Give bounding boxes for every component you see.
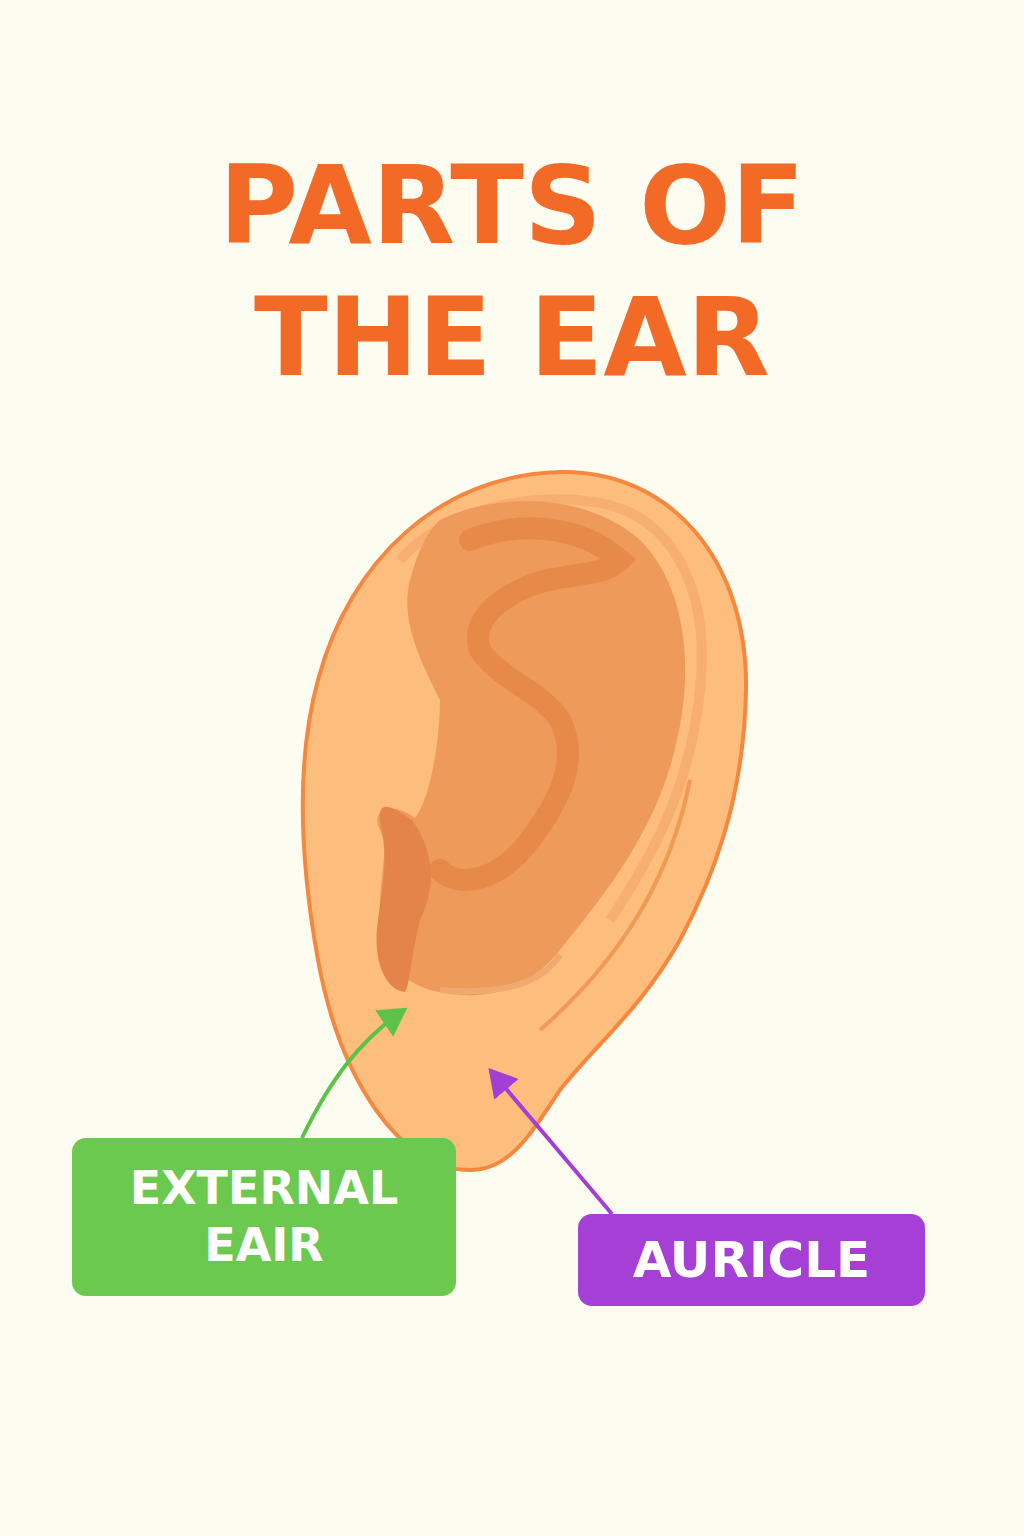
ear-concha bbox=[377, 501, 685, 995]
title: PARTS OF THE EAR bbox=[112, 140, 912, 404]
leader-arrow bbox=[491, 1071, 612, 1214]
label-box: EXTERNAL EAIR bbox=[72, 1138, 456, 1296]
ear-outline bbox=[303, 472, 746, 1170]
part-label: EXTERNAL EAIR bbox=[90, 1160, 438, 1275]
leader-arrow bbox=[302, 1010, 404, 1138]
label-box: AURICLE bbox=[578, 1214, 925, 1306]
part-label: AURICLE bbox=[633, 1229, 871, 1292]
